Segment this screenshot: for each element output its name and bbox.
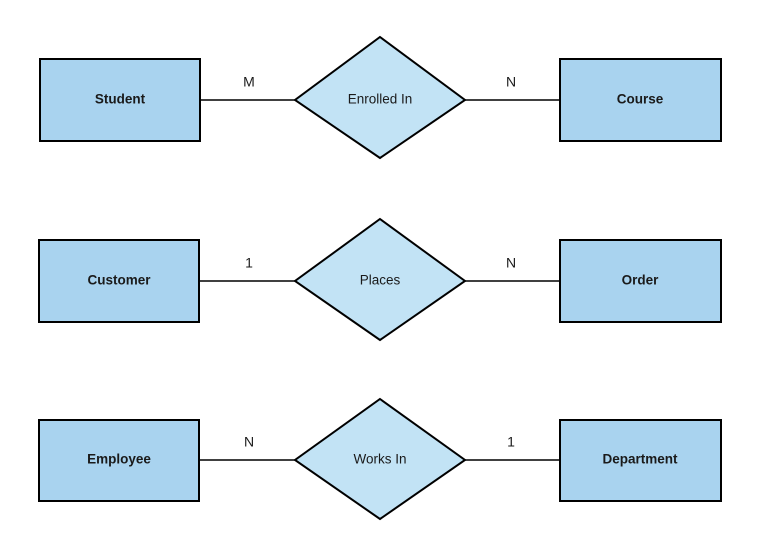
relationship-label-works-in: Works In xyxy=(353,452,406,467)
er-row-2: Customer Places Order 1 N xyxy=(38,217,722,342)
entity-box-customer[interactable] xyxy=(38,239,200,323)
er-row-1: Student Enrolled In Course M N xyxy=(39,35,722,160)
entity-label-order: Order xyxy=(622,273,660,288)
cardinality-left-1: M xyxy=(243,74,255,90)
relationship-diamond-places[interactable] xyxy=(293,217,467,342)
entity-label-course: Course xyxy=(617,92,664,107)
entity-box-student[interactable] xyxy=(39,58,201,142)
relationship-label-enrolled-in: Enrolled In xyxy=(348,92,413,107)
entity-label-customer: Customer xyxy=(87,273,151,288)
entity-box-course[interactable] xyxy=(559,58,722,142)
relationship-diamond-enrolled-in[interactable] xyxy=(293,35,467,160)
cardinality-left-2: 1 xyxy=(245,255,253,271)
entity-box-department[interactable] xyxy=(559,419,722,502)
cardinality-left-3: N xyxy=(244,434,254,450)
entity-label-department: Department xyxy=(602,452,678,467)
entity-box-employee[interactable] xyxy=(38,419,200,502)
entity-box-order[interactable] xyxy=(559,239,722,323)
entity-label-student: Student xyxy=(95,92,146,107)
entity-label-employee: Employee xyxy=(87,452,151,467)
relationship-diamond-works-in[interactable] xyxy=(293,397,467,521)
relationship-label-places: Places xyxy=(360,273,401,288)
er-row-3: Employee Works In Department N 1 xyxy=(38,397,722,521)
cardinality-right-1: N xyxy=(506,74,516,90)
cardinality-right-2: N xyxy=(506,255,516,271)
cardinality-right-3: 1 xyxy=(507,434,515,450)
